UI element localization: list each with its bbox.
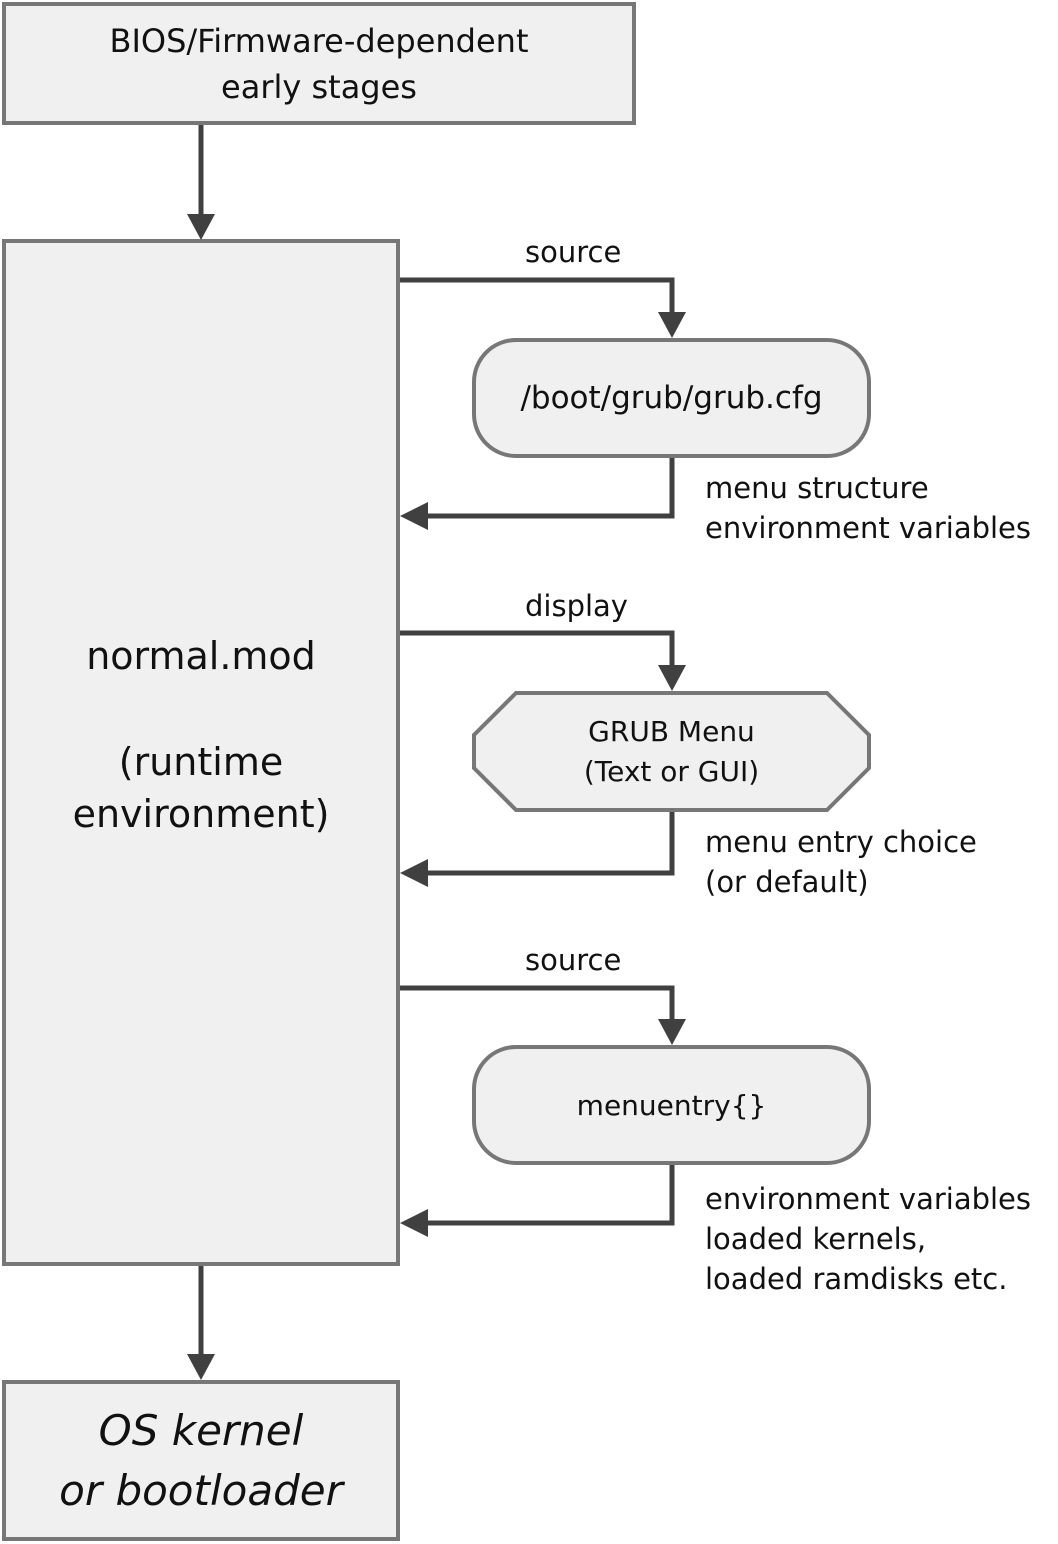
os-label: OS kernel or bootloader	[4, 1382, 398, 1539]
grub-cfg-label-text: /boot/grub/grub.cfg	[520, 380, 823, 416]
edge-label-line: menu entry choice	[705, 825, 977, 859]
arrow-normal-to-menu	[400, 630, 675, 667]
arrowhead-icon	[187, 214, 215, 240]
arrow-menu-to-normal	[426, 812, 675, 876]
normal-mod-subtitle-line: (runtime	[118, 740, 284, 784]
edge-label-line: loaded ramdisks etc.	[705, 1262, 1008, 1296]
bios-label-line: BIOS/Firmware-dependent	[109, 21, 529, 60]
bios-label-line: early stages	[221, 67, 417, 106]
bios-label: BIOS/Firmware-dependent early stages	[4, 4, 634, 123]
edge-label-line: menu structure	[705, 471, 929, 505]
os-box	[2, 1380, 400, 1541]
edge-label-source-menuentry: source	[525, 943, 622, 977]
grub-menu-box	[472, 691, 871, 812]
normal-mod-box	[2, 239, 400, 1266]
arrowhead-icon	[658, 312, 686, 338]
edge-label-grubcfg-return: menu structure environment variables	[705, 468, 1031, 548]
bios-box	[2, 2, 636, 125]
arrowhead-icon	[400, 859, 428, 887]
edge-label-line: environment variables	[705, 511, 1032, 545]
edge-label-line: environment variables	[705, 1182, 1032, 1216]
menuentry-label: menuentry{}	[474, 1047, 869, 1163]
edge-label-menuentry-return: environment variables loaded kernels, lo…	[705, 1179, 1031, 1299]
arrow-grubcfg-to-normal	[426, 458, 675, 519]
edge-label-display: display	[525, 589, 628, 623]
arrowhead-icon	[187, 1354, 215, 1380]
edge-label-line: loaded kernels,	[705, 1222, 927, 1256]
arrowhead-icon	[400, 1209, 428, 1237]
os-label-line: or bootloader	[59, 1465, 343, 1515]
normal-mod-label: normal.mod (runtime environment)	[4, 630, 398, 870]
menuentry-label-text: menuentry{}	[576, 1088, 767, 1122]
grub-menu-label-line: (Text or GUI)	[583, 754, 760, 788]
arrow-normal-to-grubcfg	[400, 277, 675, 314]
arrowhead-icon	[658, 1019, 686, 1045]
grub-cfg-label: /boot/grub/grub.cfg	[474, 340, 869, 456]
menuentry-box	[472, 1045, 871, 1165]
arrowhead-icon	[400, 502, 428, 530]
arrow-menuentry-to-normal	[426, 1165, 675, 1226]
grub-menu-label: GRUB Menu (Text or GUI)	[474, 693, 869, 810]
arrowhead-icon	[658, 665, 686, 691]
edge-label-line: (or default)	[705, 865, 869, 899]
edge-label-source-grubcfg: source	[525, 235, 622, 269]
edge-label-menu-return: menu entry choice (or default)	[705, 822, 977, 902]
os-label-line: OS kernel	[98, 1405, 304, 1455]
grub-cfg-box	[472, 338, 871, 458]
grub-menu-label-line: GRUB Menu	[588, 714, 755, 748]
normal-mod-subtitle-line: environment)	[72, 792, 330, 836]
arrow-normal-to-menuentry	[400, 985, 675, 1021]
normal-mod-title: normal.mod	[86, 634, 316, 678]
